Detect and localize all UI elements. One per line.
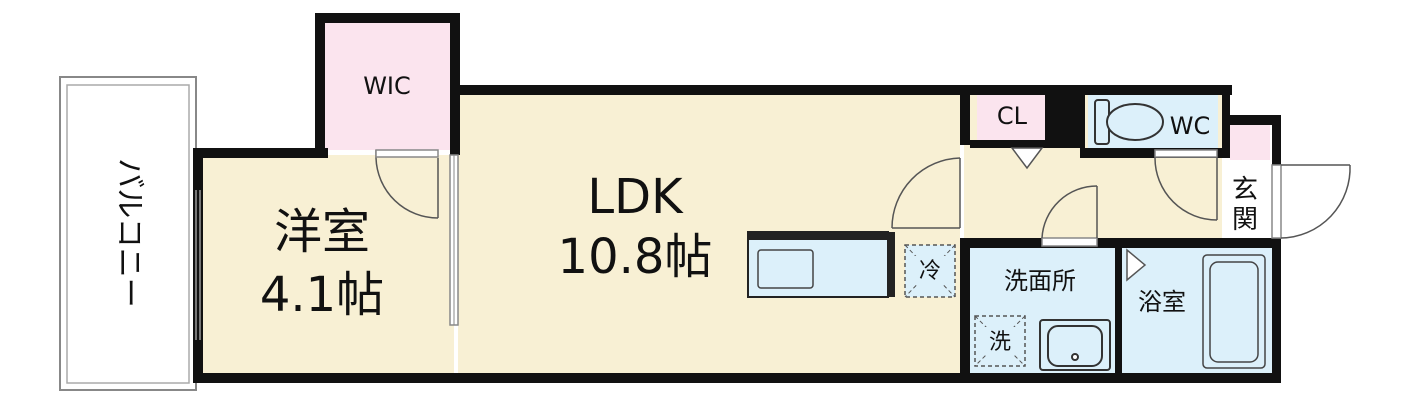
ldk-size: 10.8帖 (558, 229, 713, 285)
wic-door (375, 149, 439, 219)
bathroom-label: 浴室 (1138, 288, 1186, 316)
entrance-door (1271, 164, 1351, 239)
entrance-label: 玄関 (1232, 175, 1258, 235)
toilet-fixture (1094, 99, 1164, 145)
bathroom-door-marker (1126, 248, 1147, 282)
toilet-door (1154, 149, 1218, 221)
closet-floor (977, 92, 1047, 140)
western-room-floor (200, 155, 454, 375)
balcony-window (195, 190, 201, 340)
bathtub (1202, 254, 1266, 369)
ldk-hall-door (891, 157, 961, 229)
fridge-label: 冷 (919, 259, 941, 284)
walls (193, 13, 1281, 383)
entrance-label-char: 玄 (1232, 175, 1258, 205)
toilet-label: WC (1170, 112, 1211, 140)
kitchen-counter (747, 231, 895, 298)
ldk-name: LDK (587, 169, 684, 225)
western-room-size: 4.1帖 (260, 267, 384, 323)
washroom-label: 洗面所 (1004, 267, 1076, 295)
washer-space: 洗 (974, 315, 1026, 367)
entrance-pink (1230, 125, 1270, 160)
washroom-door (1041, 185, 1098, 247)
fridge-space: 冷 (904, 244, 956, 298)
sliding-door-western-ldk (449, 154, 459, 326)
closet-door-marker (1010, 147, 1044, 170)
wash-basin (1039, 319, 1111, 371)
balcony: バルコニー (59, 76, 197, 391)
entrance-label-char: 関 (1232, 205, 1258, 235)
wic-floor (322, 20, 453, 150)
western-room-name: 洋室 (274, 204, 370, 260)
washer-label: 洗 (989, 330, 1011, 355)
balcony-label: バルコニー (112, 158, 147, 307)
wic-label: WIC (363, 72, 411, 100)
closet-label: CL (997, 102, 1028, 130)
